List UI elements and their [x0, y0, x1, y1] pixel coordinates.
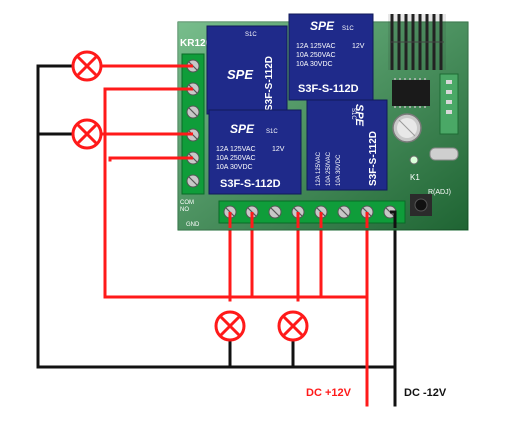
relay-3-rating-3: 10A 30VDC: [216, 164, 253, 171]
relay-2-rating-3: 10A 30VDC: [296, 61, 333, 68]
lamp-4: [277, 310, 309, 342]
crystal: [429, 147, 459, 161]
board-no-label: NO: [180, 207, 189, 213]
board-adj-label: R(ADJ): [428, 189, 451, 196]
relay-2-rating-1: 12A 125VAC: [296, 43, 336, 50]
relay-board: KR120 K1 R(ADJ) COM NO GND: [177, 13, 469, 231]
relay-2-coil: 12V: [352, 43, 365, 50]
dc-positive-label: DC +12V: [306, 387, 351, 399]
dc-negative-label: DC -12V: [404, 387, 447, 399]
relay-2-brand: SPE: [310, 19, 335, 33]
learn-button: [410, 194, 432, 216]
relay-1-model: S3F-S-112D: [264, 56, 275, 111]
lamp-1: [71, 50, 103, 82]
ic-chip: [392, 78, 430, 108]
relay-4-rating-1: 12A 125VAC: [316, 151, 322, 186]
board-model-label: KR120: [180, 38, 212, 49]
left-terminal-block: [181, 53, 205, 195]
relay-2: SPE S1C 12A 125VAC 10A 250VAC 10A 30VDC …: [288, 13, 374, 101]
relay-4-code: S1C: [350, 108, 356, 120]
relay-3-brand: SPE: [230, 122, 255, 136]
relay-3: SPE S1C 12A 125VAC 10A 250VAC 10A 30VDC …: [208, 109, 302, 195]
relay-1: SPE S3F-S-112D S1C: [206, 25, 288, 115]
indicator-led: [409, 155, 419, 165]
antenna-coil: [388, 14, 446, 70]
relay-4: SPE S3F-S-112D 12A 125VAC 10A 250VAC 10A…: [306, 99, 388, 191]
relay-1-brand: SPE: [227, 67, 253, 82]
relay-3-coil: 12V: [272, 146, 285, 153]
relay-3-rating-2: 10A 250VAC: [216, 155, 256, 162]
board-com-label: COM: [180, 200, 194, 206]
lamp-3: [214, 310, 246, 342]
relay-3-model: S3F-S-112D: [220, 178, 281, 190]
relay-1-code: S1C: [245, 32, 257, 38]
board-k1-label: K1: [410, 173, 420, 182]
board-gnd-label: GND: [186, 222, 200, 228]
relay-4-model: S3F-S-112D: [368, 131, 379, 186]
capacitor: [392, 113, 422, 143]
lamp-2: [71, 118, 103, 150]
relay-4-rating-2: 10A 250VAC: [326, 151, 332, 186]
relay-4-rating-3: 10A 30VDC: [336, 154, 342, 186]
relay-2-code: S1C: [342, 26, 354, 32]
relay-2-model: S3F-S-112D: [298, 83, 359, 95]
relay-3-code: S1C: [266, 129, 278, 135]
relay-4-brand: SPE: [353, 104, 365, 127]
relay-3-rating-1: 12A 125VAC: [216, 146, 256, 153]
bottom-terminal-block: [218, 200, 406, 224]
relay-2-rating-2: 10A 250VAC: [296, 52, 336, 59]
